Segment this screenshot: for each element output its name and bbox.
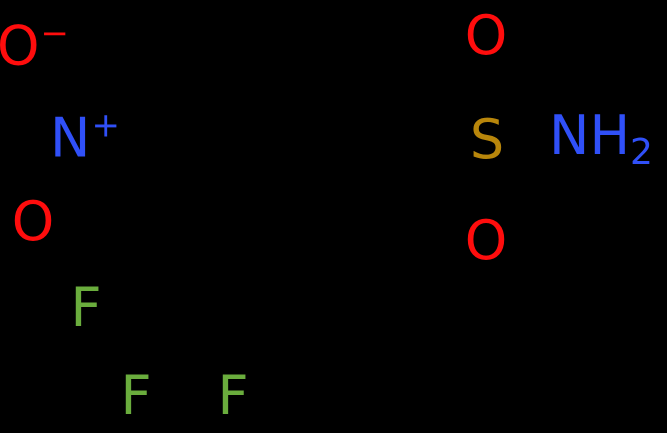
atom-label-oxygen-sulfonyl-top: O [465,9,508,63]
charge-superscript-plus: + [91,105,120,146]
aromatic-inner-bond [316,59,415,119]
atom-symbol-oxygen: O [464,4,508,67]
bond-ring-to-sulfur [428,100,475,127]
ring-bond [199,34,322,107]
bond-cf3-to-fluorine-3 [144,327,219,383]
ring-bond [314,34,436,108]
bond-cf3-to-fluorine-1 [102,313,152,335]
atom-symbol-fluorine: F [120,364,152,427]
atom-symbol-fluorine: F [70,276,102,339]
atom-symbol-nitrogen-hydrogen: NH [549,104,631,167]
atom-label-fluorine-1: F [70,281,101,335]
atom-symbol-nitrogen: N [50,106,91,170]
atom-label-nitrogen-sulfonamide: NH2 [549,109,653,171]
atom-label-oxygen-sulfonyl-bottom: O [465,214,508,268]
benzene-aromatic-inner-bonds [220,59,415,280]
atom-label-fluorine-3: F [217,369,248,423]
atom-label-oxygen-nitro-anionic: O− [0,17,69,74]
substituent-bonds [42,62,561,383]
charge-superscript-minus: − [40,13,70,54]
bond-nitrogen-to-oxygen-anionic [43,66,80,112]
bond-ring-to-cf3-carbon [144,231,207,335]
atom-symbol-oxygen: O [11,190,55,253]
benzene-ring-bonds [199,34,436,305]
bond-ring-to-nitrogen [108,99,207,160]
bond-cf3-to-fluorine-2 [137,327,152,375]
atom-label-oxygen-nitro-double: O [12,195,55,249]
ring-bond [199,231,322,305]
atom-label-sulfur: S [470,113,504,167]
bond-nitrogen-to-oxygen-double-a [42,166,76,203]
atom-symbol-oxygen: O [0,14,40,78]
atom-label-fluorine-2: F [120,369,151,423]
atom-symbol-fluorine: F [217,364,249,427]
bond-nitrogen-to-oxygen-double-b [64,182,98,219]
aromatic-inner-bond [316,221,415,280]
hydrogen-count-subscript: 2 [630,132,653,173]
atom-label-nitrogen-nitro: N+ [50,109,120,166]
atom-symbol-sulfur: S [469,108,505,171]
ring-bond [314,232,436,305]
atom-symbol-oxygen: O [464,209,508,272]
